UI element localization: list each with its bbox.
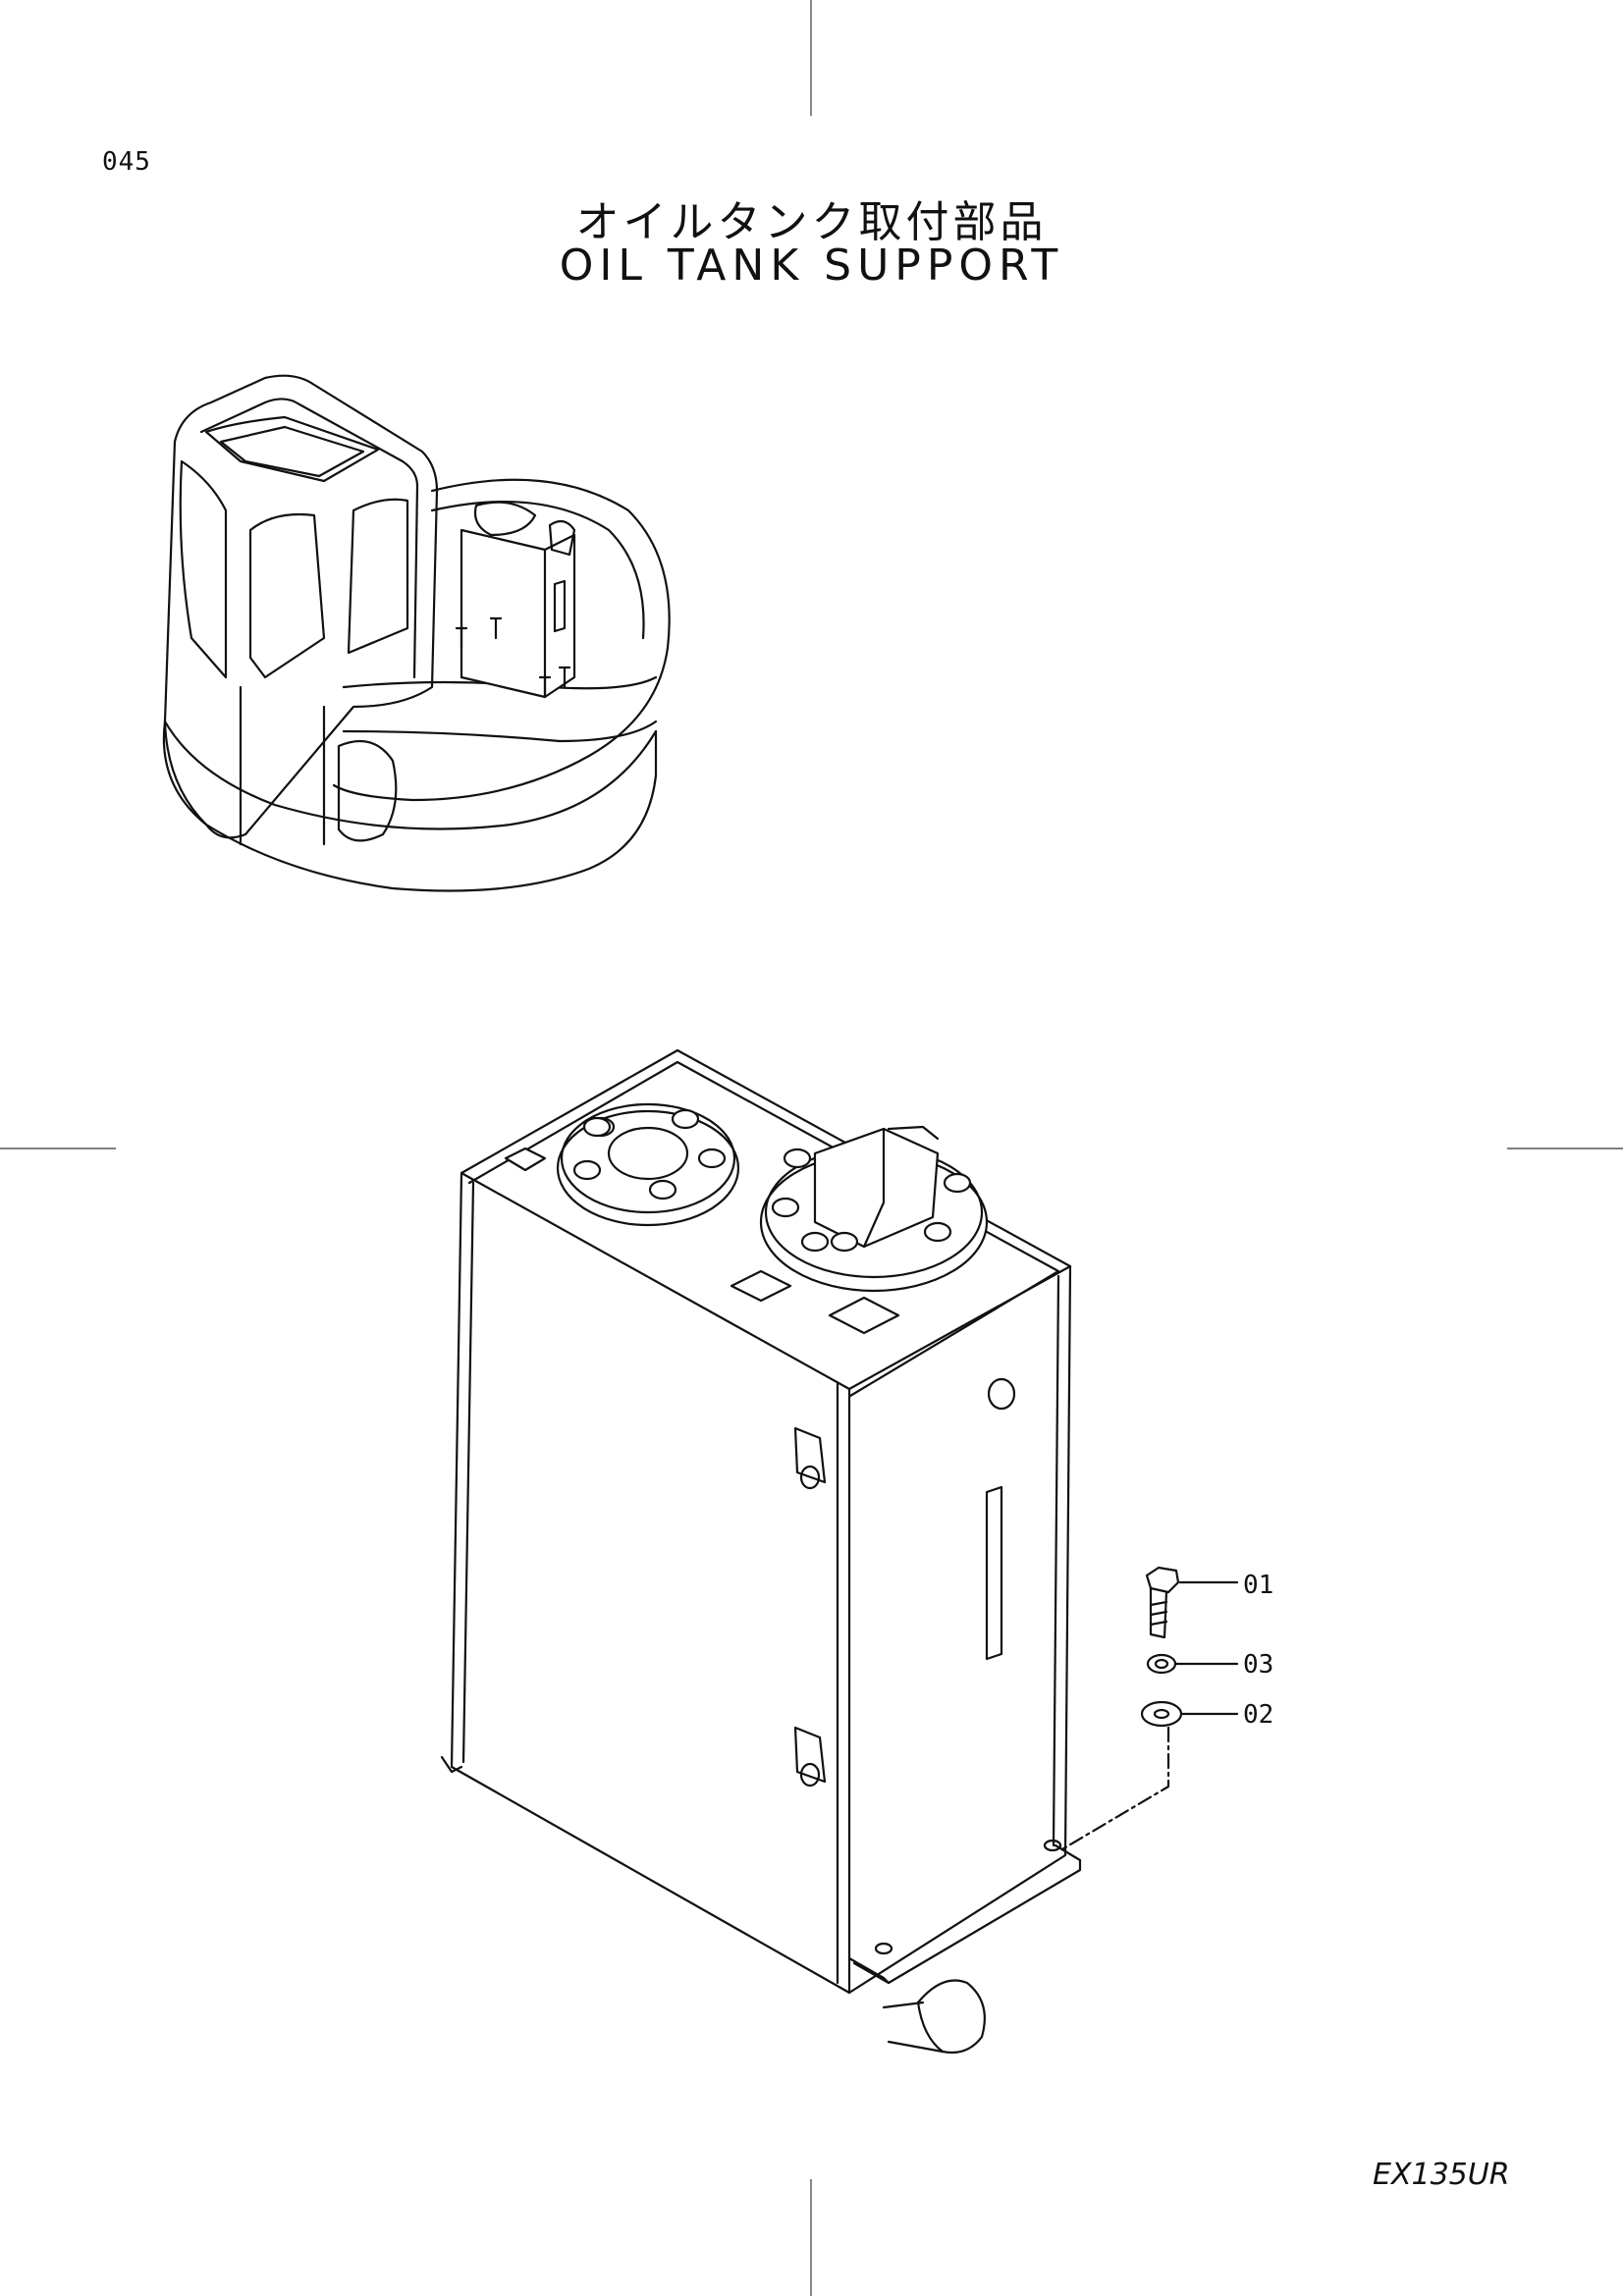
- page-number: 045: [102, 147, 151, 177]
- flange-bolt-icons: [572, 1108, 727, 1201]
- callout-label-02: 02: [1243, 1700, 1274, 1730]
- callout-label-01: 01: [1243, 1571, 1274, 1600]
- callout-label-03: 03: [1243, 1650, 1274, 1680]
- bolt-icon: [1145, 1566, 1239, 1639]
- spring-washer-icon: [1146, 1653, 1239, 1675]
- hardware-callouts: [1058, 1566, 1239, 1852]
- washer-icon: [1140, 1700, 1239, 1728]
- excavator-overview-illustration: [162, 374, 671, 892]
- oil-tank-illustration: [440, 1048, 1082, 2055]
- model-label: EX135UR: [1373, 2158, 1510, 2192]
- page-title-japanese: オイルタンク取付部品: [575, 197, 1048, 247]
- page-title: OIL TANK SUPPORT: [559, 240, 1064, 291]
